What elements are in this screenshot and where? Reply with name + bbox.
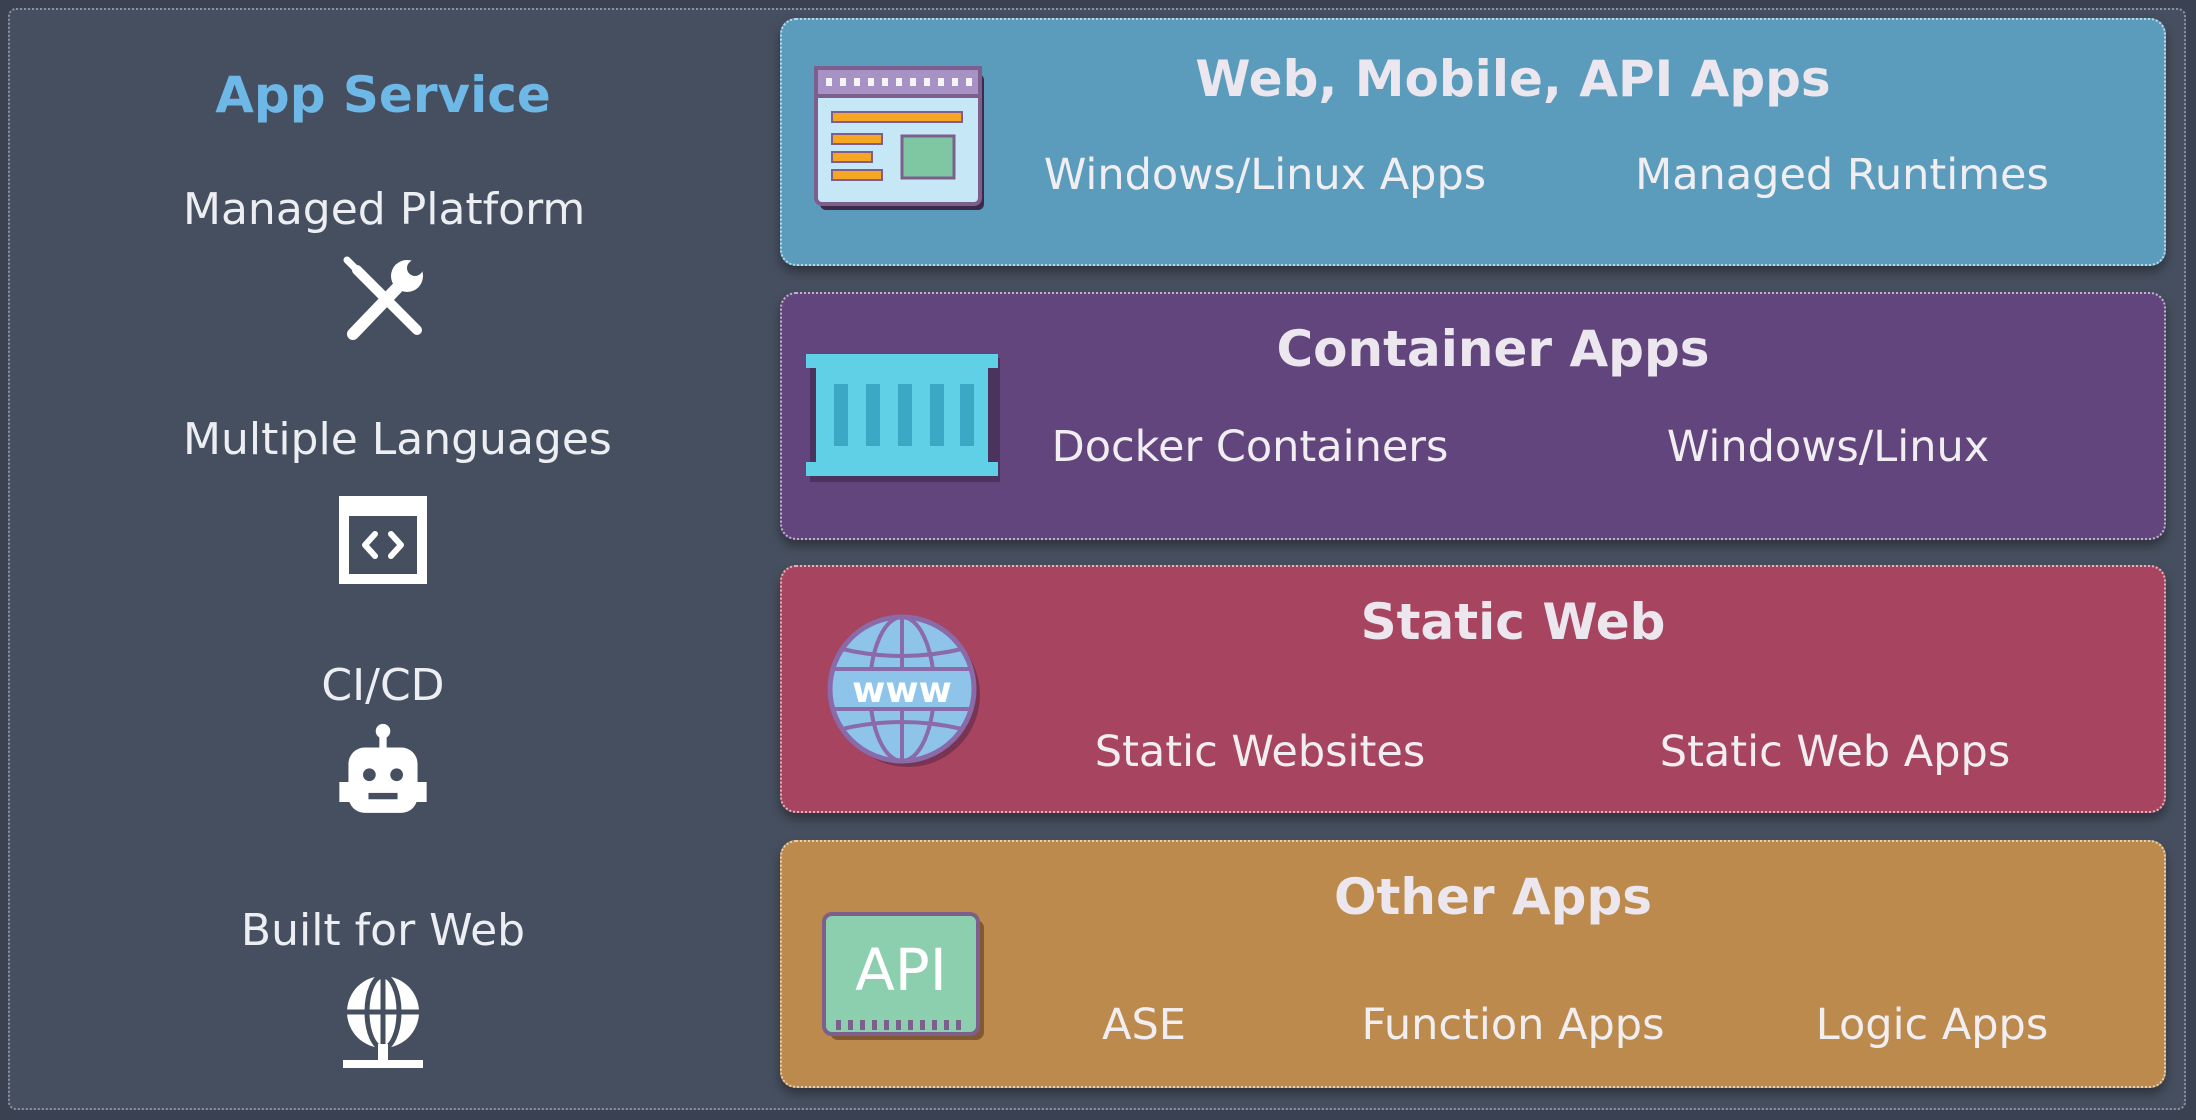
panel-item-function-apps: Function Apps xyxy=(1361,1000,1665,1050)
panel-item-static-web-apps: Static Web Apps xyxy=(1659,727,2011,777)
api-chip-icon: API xyxy=(822,912,984,1040)
panel-item-logic-apps: Logic Apps xyxy=(1815,1000,2049,1050)
panel-item-static-websites: Static Websites xyxy=(1094,727,1426,777)
panel-title: Other Apps xyxy=(1333,868,1653,926)
feature-label-multiple-languages: Multiple Languages xyxy=(183,414,612,465)
web-app-window-icon xyxy=(814,66,984,210)
panel-title: Static Web xyxy=(1360,593,1666,651)
web-globe-icon xyxy=(343,973,423,1068)
panel-item-windows-linux: Windows/Linux xyxy=(1666,422,1990,472)
svg-text:www: www xyxy=(852,670,952,711)
feature-label-managed-platform: Managed Platform xyxy=(183,184,586,235)
panel-item-managed-runtimes: Managed Runtimes xyxy=(1635,150,2049,200)
shipping-container-icon xyxy=(806,354,1000,482)
panel-item-docker-containers: Docker Containers xyxy=(1051,422,1449,472)
tools-icon xyxy=(343,256,423,340)
panel-item-windows-linux-apps: Windows/Linux Apps xyxy=(1043,150,1487,200)
code-window-icon xyxy=(339,496,427,584)
panel-item-ase: ASE xyxy=(1102,1000,1186,1050)
app-service-title: App Service xyxy=(215,66,551,124)
svg-text:API: API xyxy=(855,936,947,1004)
www-globe-icon: www xyxy=(827,614,980,767)
panel-title: Container Apps xyxy=(1276,320,1710,378)
panel-title: Web, Mobile, API Apps xyxy=(1195,50,1831,108)
panel-other-apps: API Other Apps ASE Function Apps Logic A… xyxy=(780,840,2166,1088)
panel-container-apps: Container Apps Docker Containers Windows… xyxy=(780,292,2166,540)
panel-static-web: www Static Web Static Websites Static We… xyxy=(780,565,2166,813)
robot-icon xyxy=(339,723,427,813)
feature-label-built-for-web: Built for Web xyxy=(240,905,526,956)
panel-web-mobile-api-apps: Web, Mobile, API Apps Windows/Linux Apps… xyxy=(780,18,2166,266)
feature-label-ci-cd: CI/CD xyxy=(321,660,445,711)
